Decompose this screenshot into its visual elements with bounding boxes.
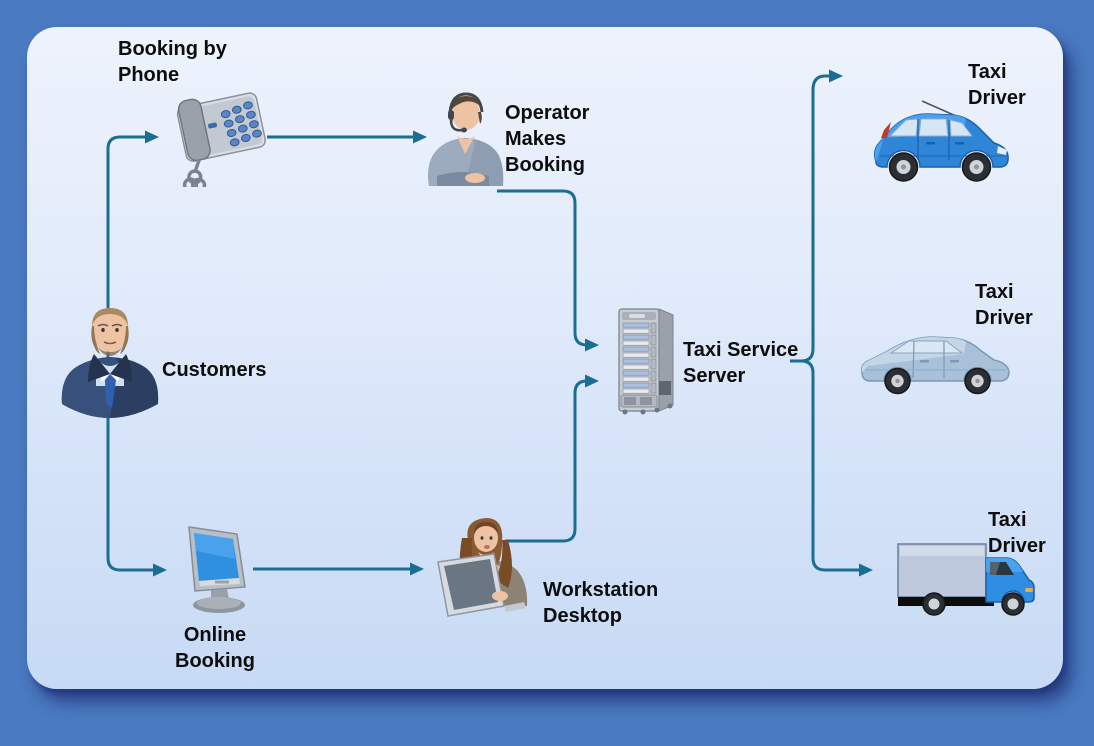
edge-workstation-to-server bbox=[505, 379, 588, 543]
edge-server-to-taxi-top bbox=[790, 74, 829, 363]
label-customers: Customers bbox=[162, 359, 267, 381]
label-taxi-service-server: Taxi Service Server bbox=[683, 339, 799, 387]
desk-phone-icon bbox=[158, 82, 276, 193]
edge-server-to-taxi-bottom bbox=[790, 359, 859, 572]
blue-hatchback-car-icon bbox=[860, 98, 1015, 192]
label-taxi-driver-top: Taxi Driver bbox=[968, 61, 1026, 109]
label-booking-by-phone: Booking by Phone bbox=[118, 38, 227, 86]
label-operator-makes-booking: Operator Makes Booking bbox=[505, 102, 590, 176]
label-taxi-driver-middle: Taxi Driver bbox=[975, 281, 1033, 329]
edge-operator-to-server bbox=[497, 189, 588, 347]
woman-with-laptop-icon bbox=[428, 510, 538, 624]
label-taxi-driver-bottom: Taxi Driver bbox=[988, 509, 1046, 557]
label-online-booking: Online Booking bbox=[175, 624, 255, 672]
desktop-monitor-icon bbox=[175, 521, 263, 616]
light-blue-sedan-car-icon bbox=[856, 322, 1011, 397]
blue-box-truck-icon bbox=[896, 536, 1036, 616]
server-rack-icon bbox=[613, 303, 679, 417]
customer-businessman-icon bbox=[58, 296, 162, 418]
arrowheads bbox=[145, 69, 873, 577]
label-workstation-desktop: Workstation Desktop bbox=[543, 579, 659, 627]
call-center-operator-icon bbox=[423, 90, 507, 188]
